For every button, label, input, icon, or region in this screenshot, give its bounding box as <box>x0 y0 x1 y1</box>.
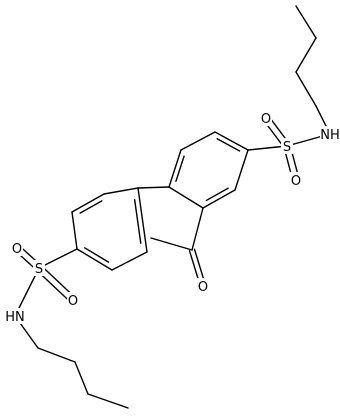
bond-right-ring-inner <box>216 138 241 152</box>
sulfur-atom-top-background <box>281 138 293 154</box>
bond-bottom-chain-2 <box>74 361 89 395</box>
oxygen-atom-bottom-1-background <box>11 240 23 256</box>
bond-right-ring <box>214 131 249 151</box>
bond-five-ring <box>137 186 170 189</box>
bond-bottom-chain-3 <box>87 393 129 409</box>
bond-left-ring <box>137 187 148 253</box>
bond-bottom-s-ring <box>38 248 78 269</box>
oxygen-atom-top-2-background <box>290 172 302 188</box>
bond-right-ring <box>234 149 249 191</box>
bond-right-ring <box>168 186 204 209</box>
bond-top-s-ring <box>247 145 288 151</box>
oxygen-atom-top-2: O <box>291 174 301 189</box>
bond-left-ring <box>103 187 139 195</box>
bond-lines <box>14 5 331 409</box>
bond-left-ring <box>111 251 148 271</box>
bond-top-chain-3 <box>295 71 317 107</box>
bond-top-chain-2 <box>295 37 317 73</box>
amine-nh-top: NH <box>320 128 340 143</box>
oxygen-atom-top-1-background <box>260 110 272 126</box>
bond-left-ring <box>76 248 113 271</box>
bond-left-ring-inner <box>83 247 110 263</box>
bond-left-ring-inner <box>133 198 142 244</box>
bond-right-ring-inner <box>205 187 229 202</box>
sulfur-atom-bottom-background <box>33 260 45 276</box>
ketone-oxygen: O <box>198 280 208 295</box>
amine-nh-bottom-background <box>5 308 25 324</box>
bond-right-ring-inner <box>175 155 185 183</box>
amine-nh-bottom: HN <box>5 310 25 325</box>
ketone-oxygen-background <box>197 278 209 294</box>
oxygen-atom-bottom-1: O <box>12 242 22 257</box>
bond-five-ring <box>150 237 193 251</box>
bond-five-ring <box>191 207 204 251</box>
oxygen-atom-bottom-2: O <box>68 294 78 309</box>
bond-left-ring <box>71 211 78 250</box>
bond-left-ring-inner <box>79 200 103 214</box>
bond-right-ring <box>168 149 182 188</box>
bond-right-ring <box>180 131 216 151</box>
bond-bottom-chain-1 <box>37 347 76 363</box>
sulfur-atom-bottom: S <box>35 262 43 277</box>
bond-right-ring <box>202 189 236 209</box>
oxygen-atom-bottom-2-background <box>67 292 79 308</box>
oxygen-atom-top-1: O <box>261 112 271 127</box>
bond-left-ring <box>71 193 105 213</box>
bond-top-chain-1 <box>295 5 317 39</box>
amine-nh-top-background <box>320 126 340 142</box>
sulfur-atom-top: S <box>283 140 291 155</box>
